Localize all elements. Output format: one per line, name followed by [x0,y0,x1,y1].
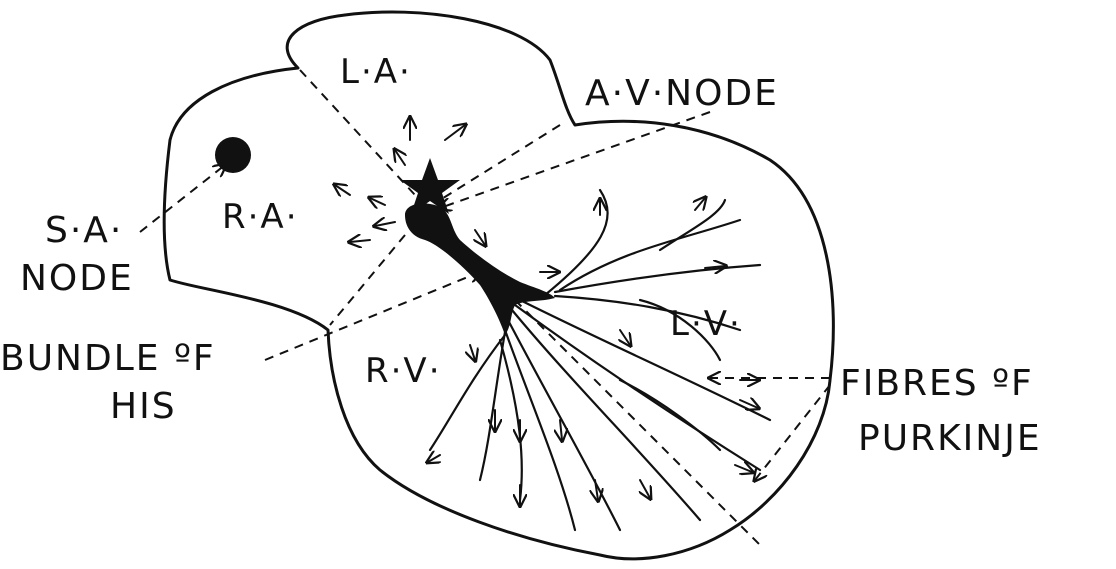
bundle-of-his [405,203,555,335]
label-la: L·A· [340,52,412,92]
label-lv: L·V· [670,304,742,344]
label-bundle-line1: BUNDLE ºF [0,338,216,379]
septum-line-lower [330,235,405,325]
label-bundle-line2: HIS [110,386,177,427]
label-rv: R·V· [365,351,442,391]
septum-line-av [440,125,560,200]
ventricular-arrows [428,198,758,505]
label-av-node: A·V·NODE [585,73,779,114]
label-fibres-line1: FIBRES ºF [840,363,1034,404]
purkinje-fibres [430,190,770,530]
label-sa-node-line1: S·A· [45,210,123,251]
label-ra: R·A· [222,197,299,237]
label-sa-node-line2: NODE [20,258,134,299]
label-fibres-line2: PURKINJE [858,418,1042,459]
